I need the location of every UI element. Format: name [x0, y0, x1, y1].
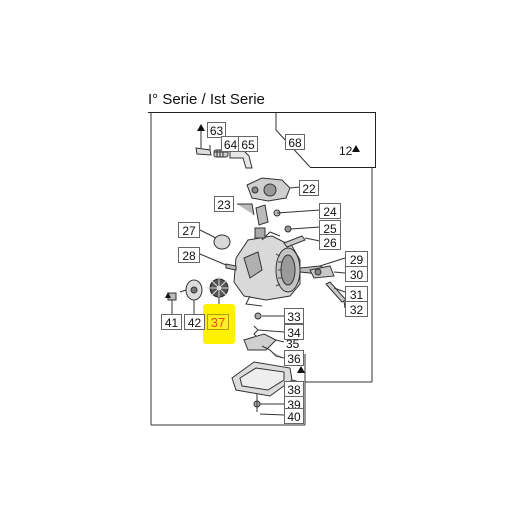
part-label-34[interactable]: 34 — [284, 324, 304, 340]
part-screw-24 — [273, 209, 321, 217]
part-label-65[interactable]: 65 — [238, 136, 258, 152]
part-cap-27 — [199, 229, 231, 250]
part-label-22[interactable]: 22 — [299, 180, 319, 196]
part-label-29[interactable]: 29 — [345, 251, 368, 267]
top-divider — [148, 112, 375, 113]
part-fitting-63 — [195, 124, 212, 156]
part-screw-39 — [253, 394, 285, 416]
part-label-37[interactable]: 37 — [207, 314, 229, 330]
part-label-32[interactable]: 32 — [345, 301, 368, 317]
right-top-divider — [375, 112, 376, 167]
frame-step — [275, 113, 311, 168]
part-screw-33 — [254, 312, 284, 320]
part-label-26[interactable]: 26 — [319, 234, 341, 250]
part-lever-35 — [243, 333, 285, 351]
up-arrow-icon — [297, 366, 305, 373]
serie-title: I° Serie / Ist Serie — [148, 91, 265, 108]
part-diaphragm-42 — [179, 279, 203, 314]
part-label-42[interactable]: 42 — [184, 314, 205, 330]
part-needle-26 — [283, 235, 321, 248]
part-gear-37 — [207, 276, 231, 312]
part-ball-25 — [284, 225, 321, 233]
up-arrow-icon — [197, 124, 205, 131]
part-bracket-23 — [237, 203, 269, 226]
part-cover-22 — [246, 177, 301, 202]
part-label-68[interactable]: 68 — [285, 134, 305, 150]
part-screw-41 — [165, 292, 177, 314]
part-label-41[interactable]: 41 — [161, 314, 182, 330]
part-label-63[interactable]: 63 — [207, 122, 226, 138]
part-screw-28 — [199, 253, 237, 271]
part-label-12[interactable]: 12 — [339, 144, 353, 158]
frame-outline — [150, 112, 373, 426]
part-label-38[interactable]: 38 — [284, 381, 304, 397]
part-label-40[interactable]: 40 — [284, 408, 304, 424]
carburetor-body — [233, 227, 330, 307]
part-label-35[interactable]: 35 — [286, 337, 300, 351]
part-tube-65 — [229, 150, 253, 169]
part-label-23[interactable]: 23 — [214, 196, 234, 212]
gear-rim — [275, 253, 282, 287]
up-arrow-icon — [165, 292, 171, 298]
part-label-31[interactable]: 31 — [345, 286, 368, 302]
part-label-36[interactable]: 36 — [284, 350, 304, 366]
part-cover-38 — [231, 361, 305, 397]
right-mid-divider — [310, 167, 376, 168]
part-label-33[interactable]: 33 — [284, 308, 304, 324]
part-throttle-29-32 — [309, 257, 347, 309]
part-label-28[interactable]: 28 — [178, 247, 200, 263]
part-label-24[interactable]: 24 — [319, 203, 341, 219]
part-label-27[interactable]: 27 — [178, 222, 200, 238]
part-label-30[interactable]: 30 — [345, 266, 368, 282]
part-membrane-36 — [261, 345, 285, 359]
up-arrow-icon — [352, 145, 360, 152]
